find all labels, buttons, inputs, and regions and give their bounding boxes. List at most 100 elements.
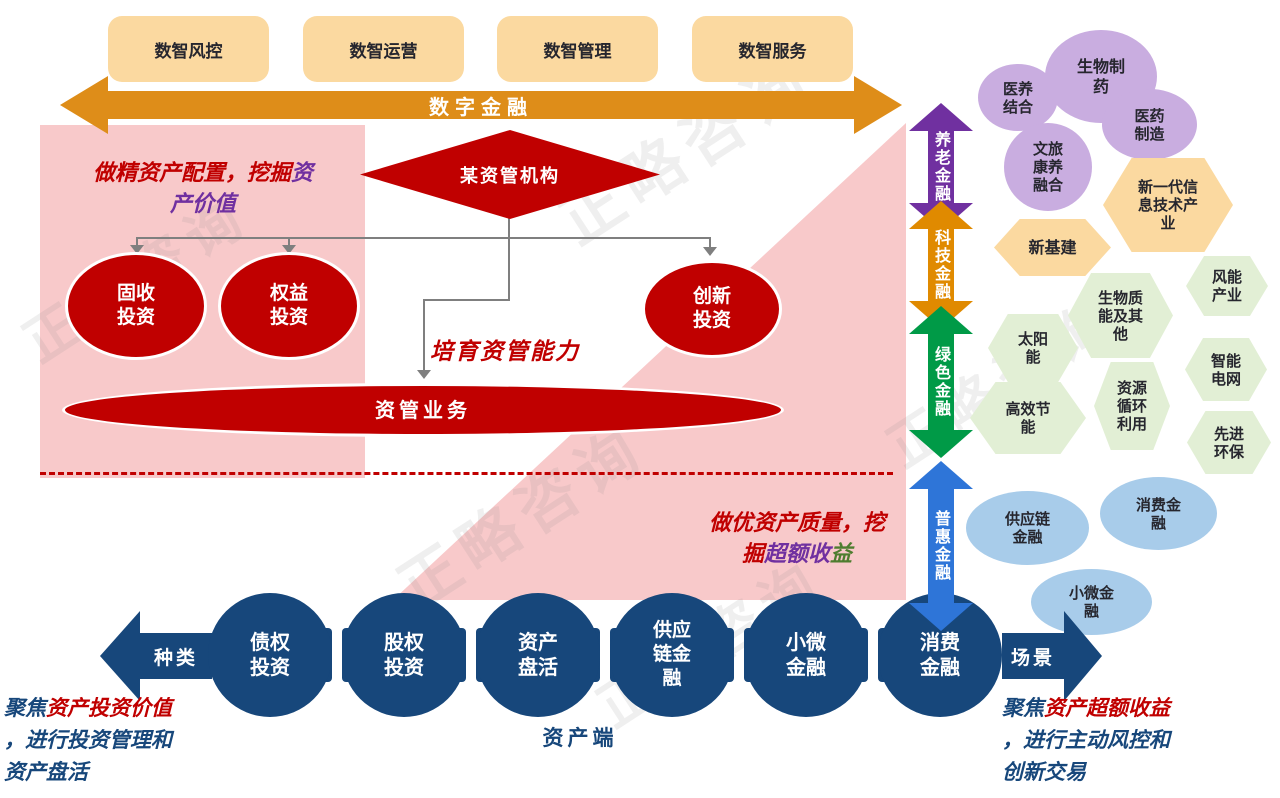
digital-finance-arrow: 数字金融 bbox=[60, 76, 902, 134]
hex-advanced-environmental: 先进 环保 bbox=[1187, 411, 1271, 474]
digital-finance-label: 数字金融 bbox=[429, 94, 533, 119]
top-box-label: 数智管理 bbox=[543, 41, 612, 62]
hex-resource-recycling: 资源 循环 利用 bbox=[1094, 362, 1170, 450]
annotation-mid-right: 做优资产质量，挖 掘超额收益 bbox=[708, 511, 885, 567]
hex-label: 先进 环保 bbox=[1213, 424, 1244, 461]
bubble-label: 医养 结合 bbox=[1002, 79, 1033, 116]
dashed-divider-line bbox=[40, 472, 893, 475]
inclusive-finance-label: 普惠金融 bbox=[932, 510, 951, 582]
bubble-culture-tourism-wellness: 文旅 康养 融合 bbox=[1004, 123, 1092, 211]
bubble-consumer-finance: 消费金 融 bbox=[1100, 477, 1217, 550]
hex-smart-grid: 智能 电网 bbox=[1185, 338, 1267, 401]
annotation-bottom-left: 聚焦资产投资价值 ，进行投资管理和 资产盘活 bbox=[4, 696, 172, 784]
arrow-head-left-icon bbox=[100, 611, 140, 701]
ellipse-label: 创新 投资 bbox=[692, 285, 731, 331]
top-box-service: 数智服务 bbox=[692, 16, 853, 82]
ellipse-asset-management: 资管业务 bbox=[62, 383, 784, 437]
bubble-label: 医药 制造 bbox=[1134, 106, 1165, 143]
circle-label: 债权 投资 bbox=[250, 630, 290, 679]
arrow-head-up-icon bbox=[909, 306, 973, 334]
bubble-pharma-manufacturing: 医药 制造 bbox=[1102, 89, 1197, 160]
circle-label: 股权 投资 bbox=[384, 630, 424, 679]
connector-line bbox=[508, 237, 510, 301]
top-box-risk: 数智风控 bbox=[108, 16, 269, 82]
connector-line bbox=[136, 237, 138, 246]
bubble-label: 生物制 药 bbox=[1076, 57, 1125, 96]
connector-arrowhead-icon bbox=[417, 370, 431, 379]
connector-line bbox=[288, 237, 290, 246]
ellipse-innovation: 创新 投资 bbox=[642, 260, 782, 358]
circle-label: 小微 金融 bbox=[786, 630, 826, 679]
arrow-head-down-icon bbox=[909, 603, 973, 631]
ellipse-label: 权益 投资 bbox=[269, 282, 308, 328]
hex-solar-energy: 太阳 能 bbox=[988, 314, 1078, 382]
circle-label: 消费 金融 bbox=[920, 630, 960, 679]
arrow-head-up-icon bbox=[909, 103, 973, 131]
ellipse-fixed-income: 固收 投资 bbox=[65, 252, 207, 360]
top-box-label: 数智风控 bbox=[154, 41, 223, 62]
arrow-head-up-icon bbox=[909, 201, 973, 229]
org-diamond: 某资管机构 bbox=[360, 130, 660, 219]
green-finance-label: 绿色金融 bbox=[932, 346, 951, 418]
hex-label: 资源 循环 利用 bbox=[1116, 379, 1147, 433]
connector-arrowhead-icon bbox=[130, 245, 144, 254]
ellipse-label: 固收 投资 bbox=[116, 282, 155, 328]
scenario-arrow-label: 场景 bbox=[1010, 646, 1055, 669]
circle-debt-investment: 债权 投资 bbox=[208, 593, 332, 717]
hex-label: 风能 产业 bbox=[1211, 268, 1242, 304]
pension-finance-arrow: 养老金融 bbox=[909, 103, 973, 231]
circle-micro-finance: 小微 金融 bbox=[744, 593, 868, 717]
hex-label: 太阳 能 bbox=[1017, 330, 1048, 366]
connector-line bbox=[423, 299, 510, 301]
annotation-bottom-right: 聚焦资产超额收益 ，进行主动风控和 创新交易 bbox=[1002, 696, 1170, 784]
top-box-management: 数智管理 bbox=[497, 16, 658, 82]
tech-finance-arrow: 科技金融 bbox=[909, 201, 973, 329]
pension-finance-label: 养老金融 bbox=[932, 131, 951, 203]
bubble-label: 供应链 金融 bbox=[1004, 510, 1050, 546]
circle-asset-revitalization: 资产 盘活 bbox=[476, 593, 600, 717]
circle-consumer-finance: 消费 金融 bbox=[878, 593, 1002, 717]
hex-label: 生物质 能及其 他 bbox=[1097, 288, 1143, 343]
hex-energy-efficiency: 高效节 能 bbox=[970, 382, 1086, 454]
hex-biomass-energy: 生物质 能及其 他 bbox=[1068, 273, 1173, 358]
hex-label: 新一代信 息技术产 业 bbox=[1137, 178, 1198, 232]
hex-label: 高效节 能 bbox=[1005, 400, 1051, 436]
arrow-head-right-icon bbox=[1064, 611, 1102, 701]
circle-label: 资产 盘活 bbox=[518, 630, 558, 679]
type-arrow: 种类 bbox=[100, 611, 212, 701]
connector-line bbox=[508, 217, 510, 238]
bubble-label: 消费金 融 bbox=[1135, 495, 1181, 532]
top-box-operations: 数智运营 bbox=[303, 16, 464, 82]
circle-supply-chain-finance: 供应 链金 融 bbox=[610, 593, 734, 717]
hex-new-infrastructure: 新基建 bbox=[994, 219, 1111, 276]
asset-side-label: 资产端 bbox=[542, 726, 618, 750]
tech-finance-label: 科技金融 bbox=[932, 229, 951, 301]
bubble-medical-care: 医养 结合 bbox=[978, 64, 1058, 131]
hex-wind-power: 风能 产业 bbox=[1186, 256, 1268, 316]
arrow-head-up-icon bbox=[909, 461, 973, 489]
bubble-supply-chain-finance: 供应链 金融 bbox=[966, 491, 1089, 565]
connector-line bbox=[137, 237, 711, 239]
circle-equity-investment: 股权 投资 bbox=[342, 593, 466, 717]
ellipse-equity: 权益 投资 bbox=[218, 252, 360, 360]
connector-line bbox=[423, 299, 425, 371]
type-arrow-label: 种类 bbox=[153, 646, 198, 669]
top-box-label: 数智服务 bbox=[738, 41, 807, 62]
arrow-head-down-icon bbox=[909, 430, 973, 458]
top-box-label: 数智运营 bbox=[349, 41, 418, 62]
circle-label: 供应 链金 融 bbox=[652, 619, 691, 689]
hex-next-gen-it: 新一代信 息技术产 业 bbox=[1103, 158, 1233, 252]
annotation-nurture: 培育资管能力 bbox=[430, 339, 580, 365]
connector-arrowhead-icon bbox=[703, 247, 717, 256]
bubble-label: 文旅 康养 融合 bbox=[1032, 140, 1063, 194]
ellipse-label: 资管业务 bbox=[375, 397, 471, 422]
scenario-arrow: 场景 bbox=[1002, 611, 1102, 701]
connector-arrowhead-icon bbox=[282, 245, 296, 254]
hex-label: 智能 电网 bbox=[1210, 351, 1241, 388]
green-finance-arrow: 绿色金融 bbox=[909, 306, 973, 458]
inclusive-finance-arrow: 普惠金融 bbox=[909, 461, 973, 631]
connector-line bbox=[709, 237, 711, 248]
hex-label: 新基建 bbox=[1028, 237, 1077, 257]
arrow-head-left-icon bbox=[60, 76, 108, 134]
